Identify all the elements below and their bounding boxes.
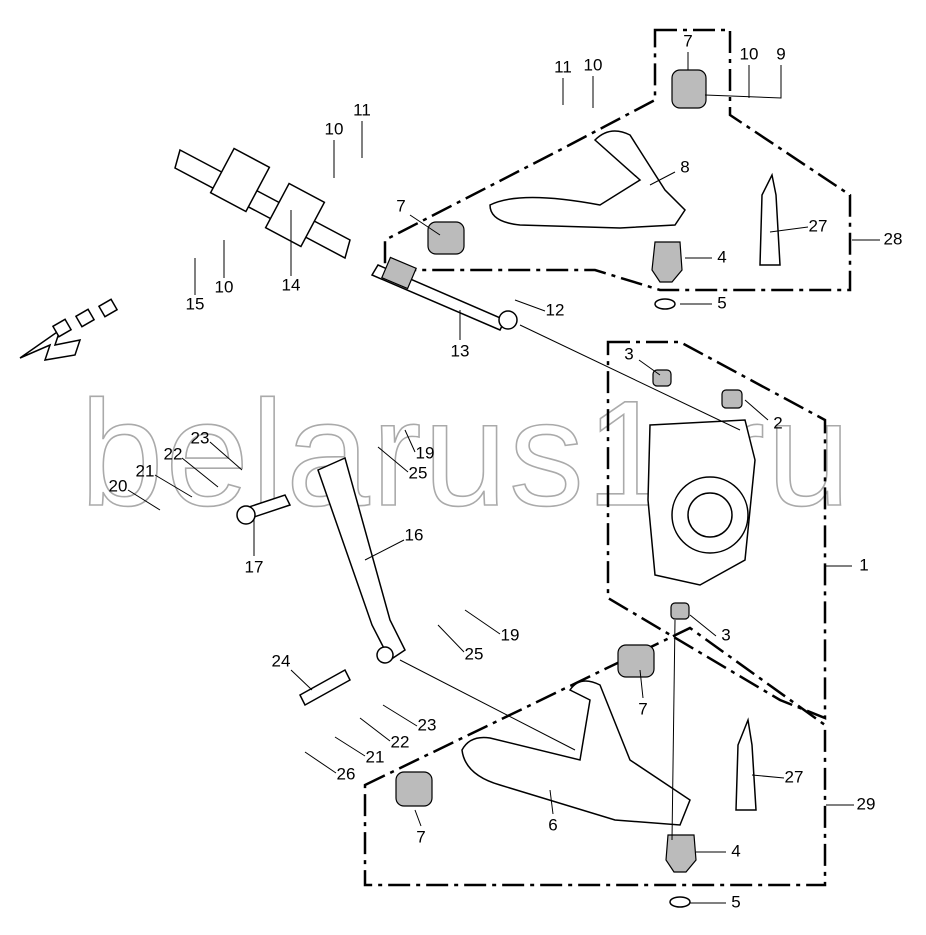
callout-label: 22 — [164, 444, 183, 463]
callout-label: 20 — [109, 476, 128, 495]
callout-label: 5 — [717, 293, 726, 312]
steering-knuckle — [647, 419, 756, 586]
upper-arm-bushing-left — [427, 221, 465, 255]
callout-label: 1 — [859, 555, 868, 574]
callout-label: 4 — [731, 841, 740, 860]
callout-label: 19 — [501, 625, 520, 644]
callout-label: 21 — [366, 747, 385, 766]
cross-shaft — [174, 147, 351, 260]
callout-label: 7 — [683, 31, 692, 50]
ball-joint-lower — [665, 834, 697, 873]
callout-label: 7 — [416, 827, 425, 846]
lower-arm-bushing-right — [617, 644, 655, 678]
shock-absorber — [317, 456, 406, 664]
callout-label: 22 — [391, 732, 410, 751]
callout-label: 29 — [857, 794, 876, 813]
callout-label: 21 — [136, 461, 155, 480]
callout-label: 27 — [809, 216, 828, 235]
direction-arrow-icon — [19, 298, 119, 361]
callout-label: 8 — [680, 157, 689, 176]
callout-label: 3 — [624, 344, 633, 363]
callout-label: 24 — [272, 651, 291, 670]
callout-label: 14 — [282, 275, 301, 294]
leader-lines — [127, 52, 880, 904]
callout-label: 10 — [215, 277, 234, 296]
callout-label: 28 — [884, 229, 903, 248]
callout-label: 7 — [638, 699, 647, 718]
pin-24 — [299, 668, 351, 707]
callout-label: 15 — [186, 294, 205, 313]
callout-label: 11 — [353, 100, 371, 119]
bushing-3-bottom — [670, 602, 690, 620]
callout-label: 7 — [396, 196, 405, 215]
callout-label: 17 — [245, 557, 264, 576]
callout-label: 25 — [409, 463, 428, 482]
callout-label: 25 — [465, 644, 484, 663]
bushing-2 — [721, 389, 743, 409]
tie-rod — [370, 256, 518, 331]
callout-label: 3 — [721, 625, 730, 644]
group-outline-28 — [383, 28, 852, 292]
callout-label: 4 — [717, 247, 726, 266]
callout-label: 9 — [776, 44, 785, 63]
callout-label: 19 — [416, 443, 435, 462]
callout-label: 12 — [546, 300, 565, 319]
callout-label: 10 — [584, 55, 603, 74]
callout-label: 2 — [773, 413, 782, 432]
callout-label: 27 — [785, 767, 804, 786]
callout-label: 23 — [191, 428, 210, 447]
sealant-tube-top — [759, 172, 781, 266]
upper-control-arm — [489, 130, 686, 229]
callout-label: 10 — [740, 44, 759, 63]
callout-label: 13 — [451, 341, 470, 360]
lower-control-arm — [461, 680, 691, 826]
callout-label: 10 — [325, 119, 344, 138]
lower-arm-bushing-left — [395, 771, 433, 807]
callout-label: 11 — [554, 57, 572, 76]
ball-joint-upper — [651, 241, 683, 283]
upper-arm-bushing-top — [671, 69, 707, 109]
callout-label: 5 — [731, 892, 740, 911]
sealant-tube-bottom — [735, 717, 757, 811]
callout-label: 16 — [405, 525, 424, 544]
washer-5-top — [654, 298, 676, 310]
callout-label: 23 — [418, 715, 437, 734]
callout-label: 26 — [337, 764, 356, 783]
pin-17 — [236, 494, 292, 525]
washer-5-bottom — [669, 896, 691, 908]
callout-label: 6 — [548, 815, 557, 834]
group-outline-1 — [606, 340, 827, 720]
bushing-3-top — [652, 369, 672, 387]
